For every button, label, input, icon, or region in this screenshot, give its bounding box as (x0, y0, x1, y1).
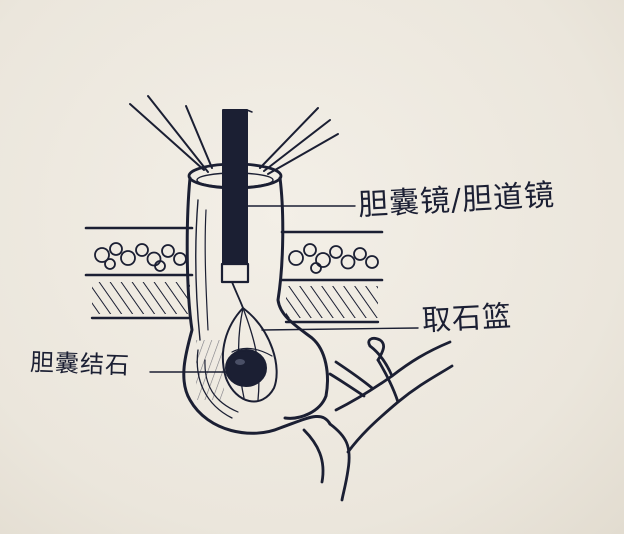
endoscope (220, 109, 253, 309)
gallstone (225, 349, 267, 387)
stone-basket (221, 307, 278, 403)
label-stone-basket: 取石篮 (421, 298, 513, 338)
bile-ducts (302, 337, 454, 502)
leader-lines (149, 205, 419, 373)
abdominal-wall-layers (84, 226, 384, 324)
label-gallstone: 胆囊结石 (29, 348, 131, 380)
stay-sutures (129, 95, 339, 175)
